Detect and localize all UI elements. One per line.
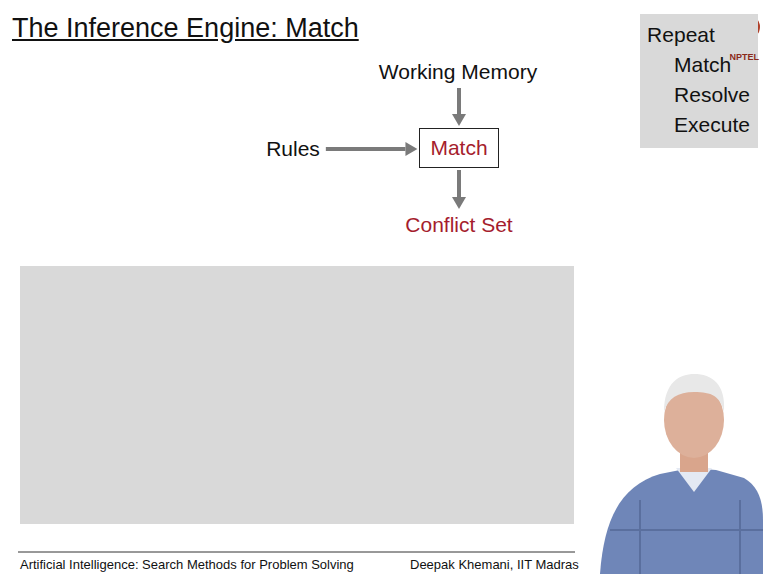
logo-text: NPTEL — [729, 52, 759, 62]
process-box: Match — [419, 128, 498, 168]
flow-arrow — [326, 142, 418, 156]
slide-title: The Inference Engine: Match — [12, 13, 359, 44]
flow-arrow — [452, 170, 466, 209]
input-label: Rules — [263, 135, 323, 163]
node-text: Match — [430, 136, 487, 160]
flow-arrow — [452, 88, 466, 126]
node-text: Working Memory — [379, 60, 537, 84]
node-text: Rules — [266, 137, 320, 161]
input-label: Working Memory — [376, 58, 540, 86]
loop-step: Execute — [647, 110, 750, 140]
presenter-figure — [600, 374, 763, 574]
footer-rule — [18, 552, 575, 553]
footer-author: Deepak Khemani, IIT Madras — [410, 557, 579, 572]
output-label: Conflict Set — [402, 211, 515, 239]
node-text: Conflict Set — [405, 213, 512, 237]
content-panel — [20, 266, 574, 524]
loop-panel: RepeatMatchResolveExecute — [640, 14, 758, 148]
loop-keyword: Repeat — [647, 20, 750, 50]
footer-course: Artificial Intelligence: Search Methods … — [20, 557, 354, 572]
loop-step: Resolve — [647, 80, 750, 110]
